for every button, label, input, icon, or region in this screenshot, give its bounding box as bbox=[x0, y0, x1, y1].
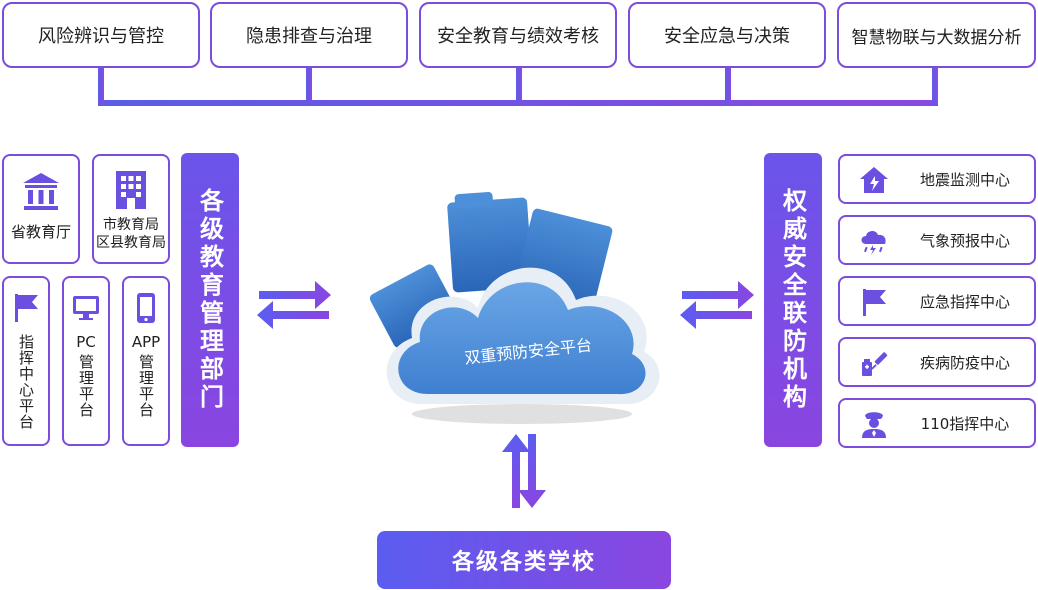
module-iot-bigdata: 智慧物联与大数据分析 bbox=[837, 2, 1036, 68]
government-building-icon bbox=[23, 173, 59, 210]
police-officer-icon bbox=[862, 412, 886, 438]
exchange-arrows-vertical-icon bbox=[502, 434, 546, 508]
module-risk-identification: 风险辨识与管控 bbox=[2, 2, 200, 68]
module-safety-education: 安全教育与绩效考核 bbox=[419, 2, 617, 68]
syringe-medicine-icon bbox=[862, 352, 888, 376]
card-weather-center: 气象预报中心 bbox=[838, 215, 1036, 265]
card-label-vertical: 管理平台 bbox=[137, 354, 155, 418]
banner-education-departments: 各级教育管理部门 bbox=[181, 153, 239, 447]
cloud-folders-icon bbox=[369, 191, 660, 424]
card-label: 市教育局 区县教育局 bbox=[96, 217, 166, 251]
card-label-top: PC bbox=[76, 333, 96, 351]
module-emergency-decision: 安全应急与决策 bbox=[628, 2, 826, 68]
card-earthquake-center: 地震监测中心 bbox=[838, 154, 1036, 204]
card-command-center-platform: 指挥中心平台 bbox=[2, 276, 50, 446]
card-label: 指挥中心平台 bbox=[17, 334, 35, 430]
card-label: 地震监测中心 bbox=[919, 170, 1010, 189]
card-label: 疾病防疫中心 bbox=[919, 353, 1010, 372]
smartphone-icon bbox=[137, 293, 155, 323]
storm-cloud-icon bbox=[861, 230, 886, 255]
exchange-arrows-right-icon bbox=[680, 281, 754, 329]
card-city-county-education: 市教育局 区县教育局 bbox=[92, 154, 170, 264]
card-disease-control-center: 疾病防疫中心 bbox=[838, 337, 1036, 387]
flag-icon bbox=[863, 289, 886, 316]
exchange-arrows-left-icon bbox=[257, 281, 331, 329]
monitor-icon bbox=[73, 296, 99, 320]
module-hazard-investigation: 隐患排查与治理 bbox=[210, 2, 408, 68]
card-pc-management-platform: PC 管理平台 bbox=[62, 276, 110, 446]
card-label-top: APP bbox=[131, 333, 161, 351]
card-label: 气象预报中心 bbox=[919, 231, 1010, 250]
card-110-command-center: 110指挥中心 bbox=[838, 398, 1036, 448]
office-building-icon bbox=[116, 171, 146, 209]
card-label: 110指挥中心 bbox=[920, 414, 1010, 433]
house-lightning-icon bbox=[860, 167, 888, 193]
card-label: 省教育厅 bbox=[10, 223, 71, 241]
card-provincial-education: 省教育厅 bbox=[2, 154, 80, 264]
card-emergency-command-center: 应急指挥中心 bbox=[838, 276, 1036, 326]
card-label-vertical: 管理平台 bbox=[77, 354, 95, 418]
schools-block: 各级各类学校 bbox=[377, 531, 671, 589]
card-app-management-platform: APP 管理平台 bbox=[122, 276, 170, 446]
flag-icon bbox=[15, 294, 38, 322]
banner-security-agencies: 权威安全联防机构 bbox=[764, 153, 822, 447]
card-label: 应急指挥中心 bbox=[919, 292, 1010, 311]
